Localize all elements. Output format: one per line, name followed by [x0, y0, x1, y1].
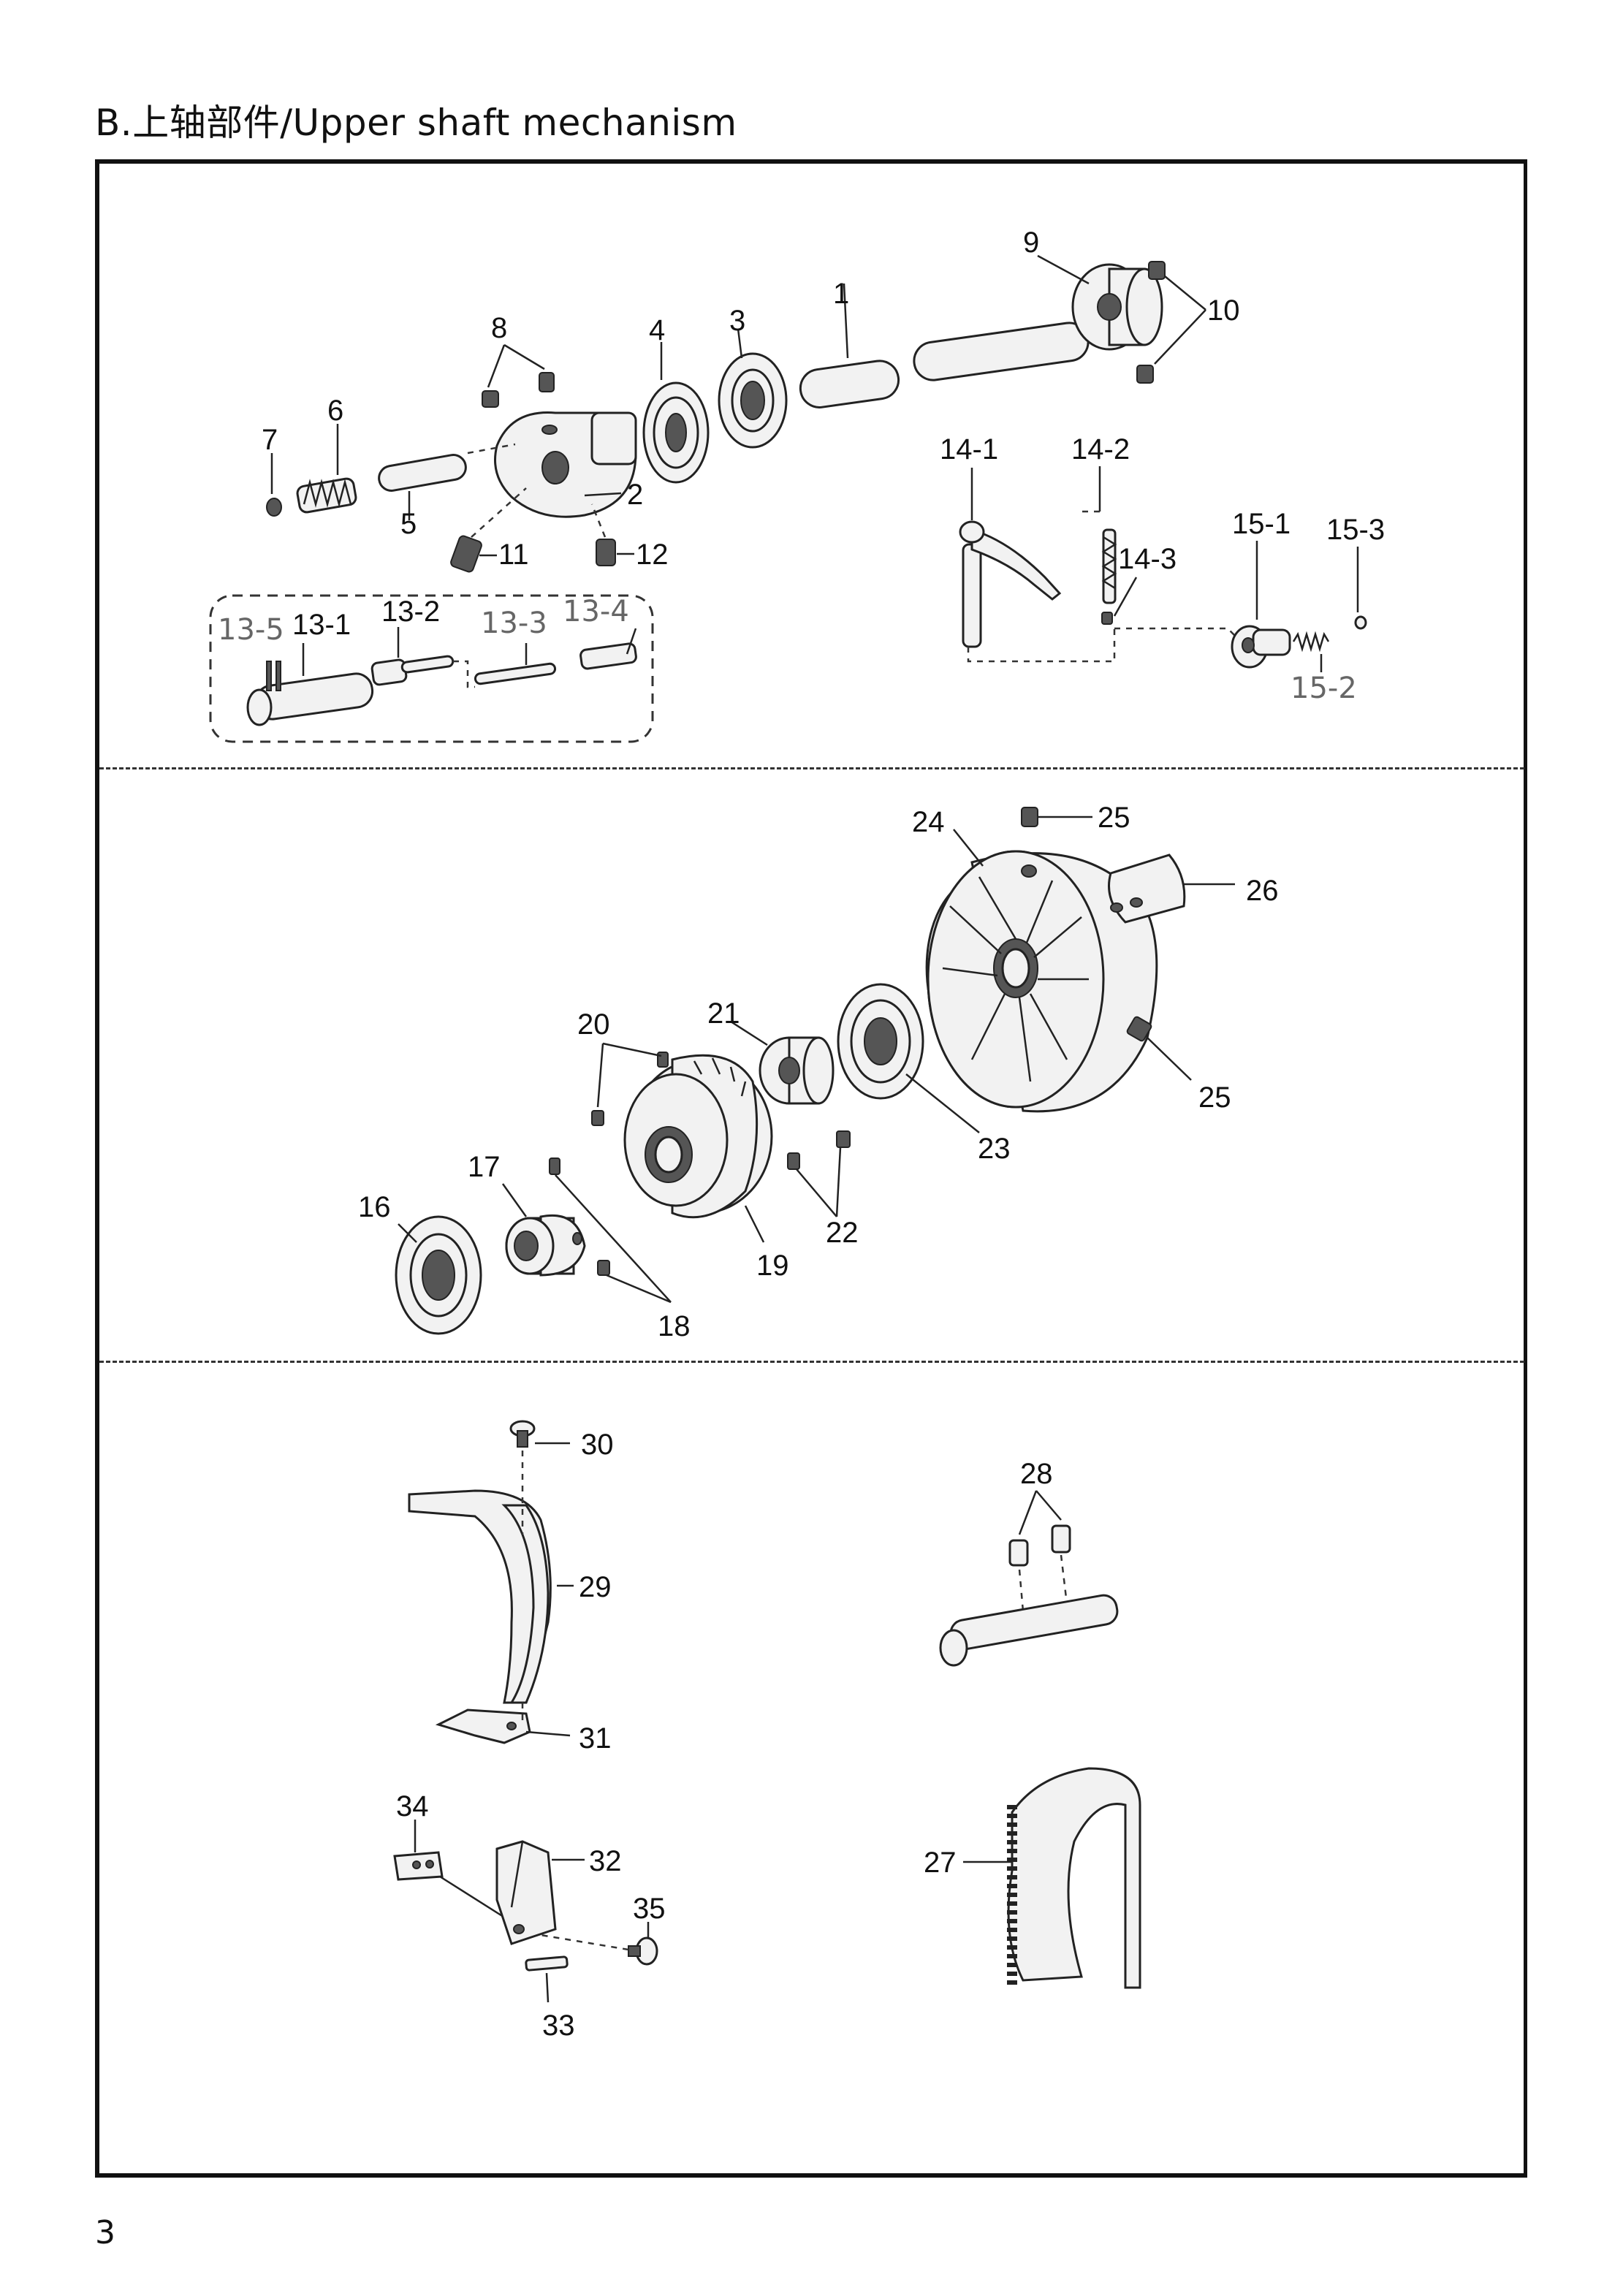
part-27-timing-belt [963, 1767, 1141, 1989]
part-16-bearing [395, 1215, 482, 1335]
label-14-3: 14-3 [1118, 543, 1177, 575]
page-title: B.上轴部件/Upper shaft mechanism [95, 102, 737, 144]
label-10: 10 [1207, 294, 1240, 327]
label-4: 4 [649, 314, 665, 346]
subassembly-13-box [209, 594, 654, 743]
part-21-collar [730, 1020, 835, 1105]
label-27: 27 [924, 1847, 957, 1879]
part-33-key [525, 1955, 569, 2003]
label-24: 24 [912, 806, 945, 838]
part-24-handwheel [925, 829, 1158, 1113]
part-23-pulley [837, 983, 980, 1133]
part-20-screws [591, 1042, 669, 1126]
label-20: 20 [577, 1008, 610, 1041]
part-19-timing-pulley [623, 1054, 773, 1243]
label-3: 3 [729, 305, 745, 337]
page-number: 3 [95, 2214, 115, 2251]
part-28-shaft [939, 1594, 1119, 1667]
label-30: 30 [581, 1429, 614, 1461]
part-11-screw [450, 487, 527, 573]
label-13-3: 13-3 [481, 607, 547, 640]
label-29: 29 [579, 1571, 612, 1603]
label-26: 26 [1246, 875, 1279, 907]
label-18: 18 [658, 1310, 691, 1342]
section-divider-1 [99, 767, 1524, 769]
label-13-2: 13-2 [381, 596, 440, 628]
label-13-5: 13-5 [218, 613, 284, 647]
label-6: 6 [327, 395, 343, 427]
part-35-screw [540, 1922, 658, 1966]
part-32-bracket [495, 1840, 585, 1945]
part-7-nut [266, 453, 282, 517]
part-22-screws [787, 1130, 851, 1217]
label-14-1: 14-1 [940, 433, 998, 465]
part-29-belt-cover [408, 1489, 574, 1704]
diagram-frame [95, 159, 1527, 2178]
label-14-2: 14-2 [1071, 433, 1130, 465]
label-17: 17 [468, 1151, 501, 1183]
label-32: 32 [589, 1845, 622, 1877]
part-9-collar [1037, 254, 1163, 351]
label-31: 31 [579, 1722, 612, 1755]
label-28: 28 [1020, 1458, 1053, 1490]
label-7: 7 [262, 424, 278, 456]
part-13-subassembly [246, 627, 637, 726]
section-divider-2 [99, 1361, 1524, 1363]
label-25-top: 25 [1098, 802, 1130, 834]
label-22: 22 [826, 1217, 859, 1249]
part-34-plate [393, 1820, 512, 1923]
part-3-bearing [718, 328, 788, 449]
part-18-screws [549, 1157, 672, 1304]
part-10-screws [1136, 261, 1206, 384]
part-14-link-dash [967, 627, 1236, 663]
part-30-screw [509, 1420, 570, 1535]
callout-labels: 1 2 3 4 5 6 7 8 9 10 11 12 13-1 13-2 13-… [218, 227, 1385, 2042]
part-28-screws [1008, 1490, 1071, 1612]
part-15-3-nut [1354, 547, 1367, 630]
label-13-4: 13-4 [563, 595, 629, 628]
part-14-3-pin [1101, 577, 1138, 625]
label-16: 16 [358, 1191, 391, 1223]
part-5-pin [378, 443, 516, 520]
part-4-bearing [642, 342, 710, 484]
label-2: 2 [627, 479, 643, 511]
part-14-1-fork-lever [959, 468, 1062, 648]
part-6-spring [296, 424, 357, 514]
part-12-screw [590, 503, 634, 566]
label-23: 23 [978, 1133, 1011, 1165]
label-35: 35 [633, 1893, 666, 1925]
label-21: 21 [707, 997, 740, 1030]
part-26-sleeve [1108, 854, 1235, 924]
label-25-bottom: 25 [1198, 1082, 1231, 1114]
label-34: 34 [396, 1790, 429, 1822]
label-11: 11 [498, 539, 529, 571]
part-8-screws [482, 343, 555, 408]
label-15-1: 15-1 [1232, 508, 1291, 540]
label-12: 12 [636, 539, 669, 571]
part-1-upper-shaft [799, 283, 1090, 408]
label-15-2: 15-2 [1291, 672, 1357, 705]
label-19: 19 [756, 1250, 789, 1282]
part-31-bracket [435, 1703, 571, 1744]
part-2-crank [494, 411, 637, 518]
label-13-1: 13-1 [292, 609, 351, 641]
label-9: 9 [1023, 227, 1039, 259]
label-1: 1 [833, 278, 849, 310]
label-5: 5 [400, 508, 417, 540]
part-15-2-spring [1292, 631, 1330, 672]
label-8: 8 [491, 312, 507, 344]
part-15-1-crank [1231, 541, 1291, 669]
part-17-collar [501, 1183, 586, 1277]
part-25-screws [1021, 807, 1192, 1081]
label-15-3: 15-3 [1326, 514, 1385, 546]
part-14-2-spring [1082, 466, 1117, 604]
label-33: 33 [542, 2010, 575, 2042]
